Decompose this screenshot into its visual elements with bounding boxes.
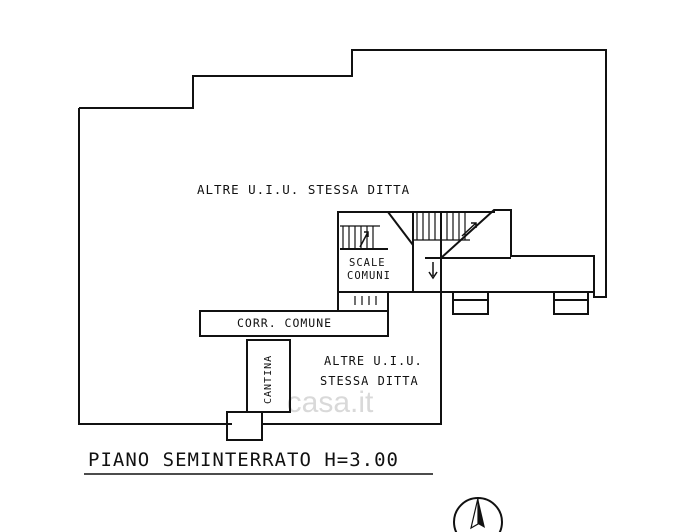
north-arrow-icon <box>453 497 503 532</box>
watermark: casa.it <box>287 386 374 419</box>
entrance-box <box>226 411 263 441</box>
corridor-opening <box>337 292 389 311</box>
right-annex <box>441 257 594 293</box>
pillar-left <box>452 291 489 315</box>
arrow-down-icon <box>428 262 438 280</box>
arrow-right-icon <box>461 222 477 237</box>
plan-outline <box>78 49 607 441</box>
stair-treads <box>340 212 470 305</box>
label-shared-stairs-2: COMUNI <box>347 270 391 282</box>
corridor-wall <box>199 310 389 337</box>
cellar-wall <box>246 339 291 413</box>
stair-diagonal <box>387 211 414 246</box>
arrow-up-icon <box>359 231 369 248</box>
label-cellar: CANTINA <box>263 355 274 404</box>
label-other-units-top: ALTRE U.I.U. STESSA DITTA <box>197 182 410 197</box>
label-shared-stairs-1: SCALE <box>349 257 386 269</box>
label-other-units-bottom-2: STESSA DITTA <box>320 374 419 388</box>
stair-arrows <box>359 222 477 280</box>
pillar-right <box>553 291 589 315</box>
label-shared-corridor: CORR. COMUNE <box>237 316 332 330</box>
label-other-units-bottom-1: ALTRE U.I.U. <box>324 354 423 368</box>
outer-wall <box>78 49 607 425</box>
floor-title: PIANO SEMINTERRATO H=3.00 <box>88 449 399 471</box>
